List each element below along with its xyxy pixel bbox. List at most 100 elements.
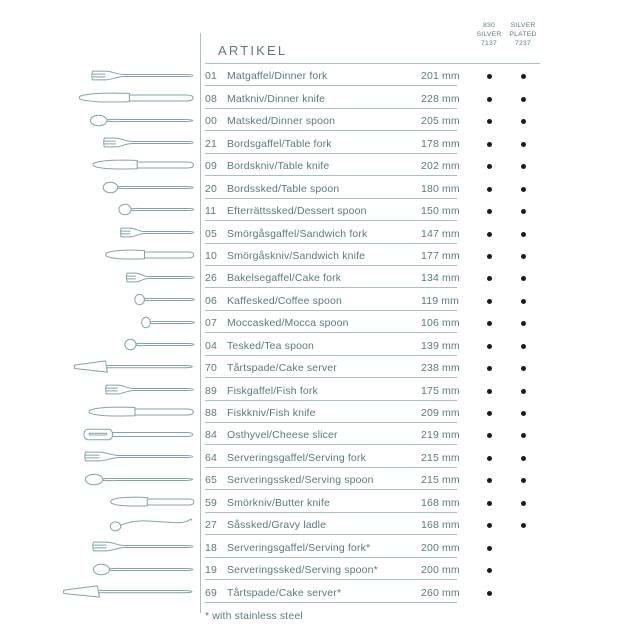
knife-icon bbox=[104, 247, 196, 262]
item-code: 88 bbox=[205, 407, 217, 419]
dot-cell-830-silver bbox=[472, 176, 506, 198]
item-name: Serveringssked/Serving spoon* bbox=[227, 564, 378, 577]
fork-icon bbox=[91, 68, 196, 83]
dot-cell-830-silver bbox=[472, 86, 506, 108]
availability-dot-silver-plated bbox=[520, 231, 526, 237]
item-name: Serveringsgaffel/Serving fork bbox=[227, 451, 366, 464]
table-row: 19 Serveringssked/Serving spoon* 200 mm bbox=[205, 558, 540, 581]
item-name: Smörgåsgaffel/Sandwich fork bbox=[227, 227, 368, 240]
col-830-line-2: SILVER bbox=[476, 30, 502, 38]
item-length: 202 mm bbox=[421, 160, 460, 173]
footnote: * with stainless steel bbox=[205, 609, 303, 622]
dot-cell-silver-plated bbox=[506, 468, 540, 490]
knife-icon bbox=[109, 494, 196, 509]
dot-cell-830-silver bbox=[472, 266, 506, 288]
table-row: 88 Fiskkniv/Fish knife 209 mm bbox=[205, 401, 540, 423]
dot-cell-silver-plated bbox=[506, 244, 540, 266]
col-plated-line-1: SILVER bbox=[510, 22, 536, 29]
table-row: 64 Serveringsgaffel/Serving fork 215 mm bbox=[205, 445, 540, 468]
row-main: 06 Kaffesked/Coffee spoon 119 mm bbox=[205, 288, 460, 311]
row-main: 70 Tårtspade/Cake server 238 mm bbox=[205, 356, 460, 379]
row-main: 89 Fiskgaffel/Fish fork 175 mm bbox=[205, 378, 460, 401]
row-main: 21 Bordsgaffel/Table fork 178 mm bbox=[205, 131, 460, 154]
table-row: 65 Serveringssked/Serving spoon 215 mm bbox=[205, 468, 540, 491]
fork-icon bbox=[126, 270, 196, 285]
item-name: Bordssked/Table spoon bbox=[227, 182, 340, 195]
item-code: 20 bbox=[205, 182, 217, 195]
dot-cell-830-silver bbox=[472, 199, 506, 221]
row-main: 19 Serveringssked/Serving spoon* 200 mm bbox=[205, 558, 460, 581]
item-code: 09 bbox=[205, 160, 217, 173]
item-length: 150 mm bbox=[421, 205, 460, 218]
item-length: 168 mm bbox=[421, 519, 460, 532]
dot-cell-silver-plated bbox=[506, 513, 540, 535]
dot-cell-silver-plated bbox=[506, 64, 540, 86]
availability-dot-830-silver bbox=[486, 478, 492, 484]
fork-icon bbox=[103, 135, 196, 150]
dot-cell-830-silver bbox=[472, 535, 506, 557]
row-main: 08 Matkniv/Dinner knife 228 mm bbox=[205, 86, 460, 109]
knife-icon bbox=[87, 404, 196, 419]
item-code: 26 bbox=[205, 272, 217, 285]
availability-dot-830-silver bbox=[486, 523, 492, 529]
dot-cell-830-silver bbox=[472, 445, 506, 467]
availability-dot-silver-plated bbox=[520, 455, 526, 461]
row-main: 11 Efterrättssked/Dessert spoon 150 mm bbox=[205, 199, 460, 222]
item-length: 134 mm bbox=[421, 272, 460, 285]
cheese-slicer-icon bbox=[82, 427, 196, 442]
item-name: Kaffesked/Coffee spoon bbox=[227, 294, 342, 307]
knife-icon bbox=[77, 90, 196, 105]
item-length: 119 mm bbox=[421, 294, 460, 307]
item-length: 228 mm bbox=[421, 92, 460, 105]
item-code: 05 bbox=[205, 227, 217, 240]
availability-dot-830-silver bbox=[486, 411, 492, 416]
item-code: 69 bbox=[205, 586, 217, 599]
item-name: Moccasked/Mocca spoon bbox=[227, 317, 349, 330]
dot-cell-830-silver bbox=[472, 378, 506, 400]
item-code: 21 bbox=[205, 137, 217, 150]
fork-icon bbox=[84, 449, 196, 464]
table-row: 09 Bordskniv/Table knife 202 mm bbox=[205, 154, 540, 177]
item-rows: 01 Matgaffel/Dinner fork 201 mm 08 Matkn… bbox=[205, 64, 540, 603]
item-code: 01 bbox=[205, 70, 217, 83]
row-main: 88 Fiskkniv/Fish knife 209 mm bbox=[205, 401, 460, 423]
item-name: Fiskkniv/Fish knife bbox=[227, 407, 316, 419]
item-name: Osthyvel/Cheese slicer bbox=[227, 429, 338, 442]
dot-cell-silver-plated bbox=[506, 401, 540, 423]
spoon-icon bbox=[118, 202, 196, 217]
item-code: 18 bbox=[205, 541, 217, 554]
row-main: 59 Smörkniv/Butter knife 168 mm bbox=[205, 490, 460, 513]
dot-cell-830-silver bbox=[472, 401, 506, 423]
row-main: 26 Bakelsegaffel/Cake fork 134 mm bbox=[205, 266, 460, 289]
availability-dot-silver-plated bbox=[520, 343, 526, 349]
row-main: 20 Bordssked/Table spoon 180 mm bbox=[205, 176, 460, 199]
dot-cell-silver-plated bbox=[506, 311, 540, 333]
row-main: 09 Bordskniv/Table knife 202 mm bbox=[205, 154, 460, 177]
item-length: 177 mm bbox=[421, 249, 460, 262]
dot-cell-830-silver bbox=[472, 154, 506, 176]
dot-cell-830-silver bbox=[472, 244, 506, 266]
item-length: 139 mm bbox=[421, 339, 460, 352]
item-length: 200 mm bbox=[421, 564, 460, 577]
table-row: 84 Osthyvel/Cheese slicer 219 mm bbox=[205, 423, 540, 446]
item-name: Bordsgaffel/Table fork bbox=[227, 137, 332, 150]
dot-cell-silver-plated bbox=[506, 176, 540, 198]
item-code: 11 bbox=[205, 205, 217, 218]
dot-cell-830-silver bbox=[472, 109, 506, 131]
table-header: ARTIKEL 830 SILVER 7137 SILVER PLATED 72… bbox=[205, 21, 540, 64]
availability-dot-830-silver bbox=[486, 433, 492, 439]
availability-dot-830-silver bbox=[486, 568, 492, 574]
table-row: 70 Tårtspade/Cake server 238 mm bbox=[205, 356, 540, 379]
item-length: 260 mm bbox=[421, 586, 460, 599]
item-length: 215 mm bbox=[421, 474, 460, 487]
dot-cell-silver-plated bbox=[506, 288, 540, 310]
availability-dot-830-silver bbox=[486, 231, 492, 237]
col-plated-line-3: 7237 bbox=[515, 39, 531, 47]
availability-dot-silver-plated bbox=[520, 500, 526, 506]
col-plated-line-2: PLATED bbox=[509, 30, 537, 38]
item-code: 84 bbox=[205, 429, 217, 442]
table-row: 08 Matkniv/Dinner knife 228 mm bbox=[205, 86, 540, 109]
row-main: 84 Osthyvel/Cheese slicer 219 mm bbox=[205, 423, 460, 446]
item-length: 238 mm bbox=[421, 362, 460, 375]
availability-dot-silver-plated bbox=[520, 209, 526, 215]
